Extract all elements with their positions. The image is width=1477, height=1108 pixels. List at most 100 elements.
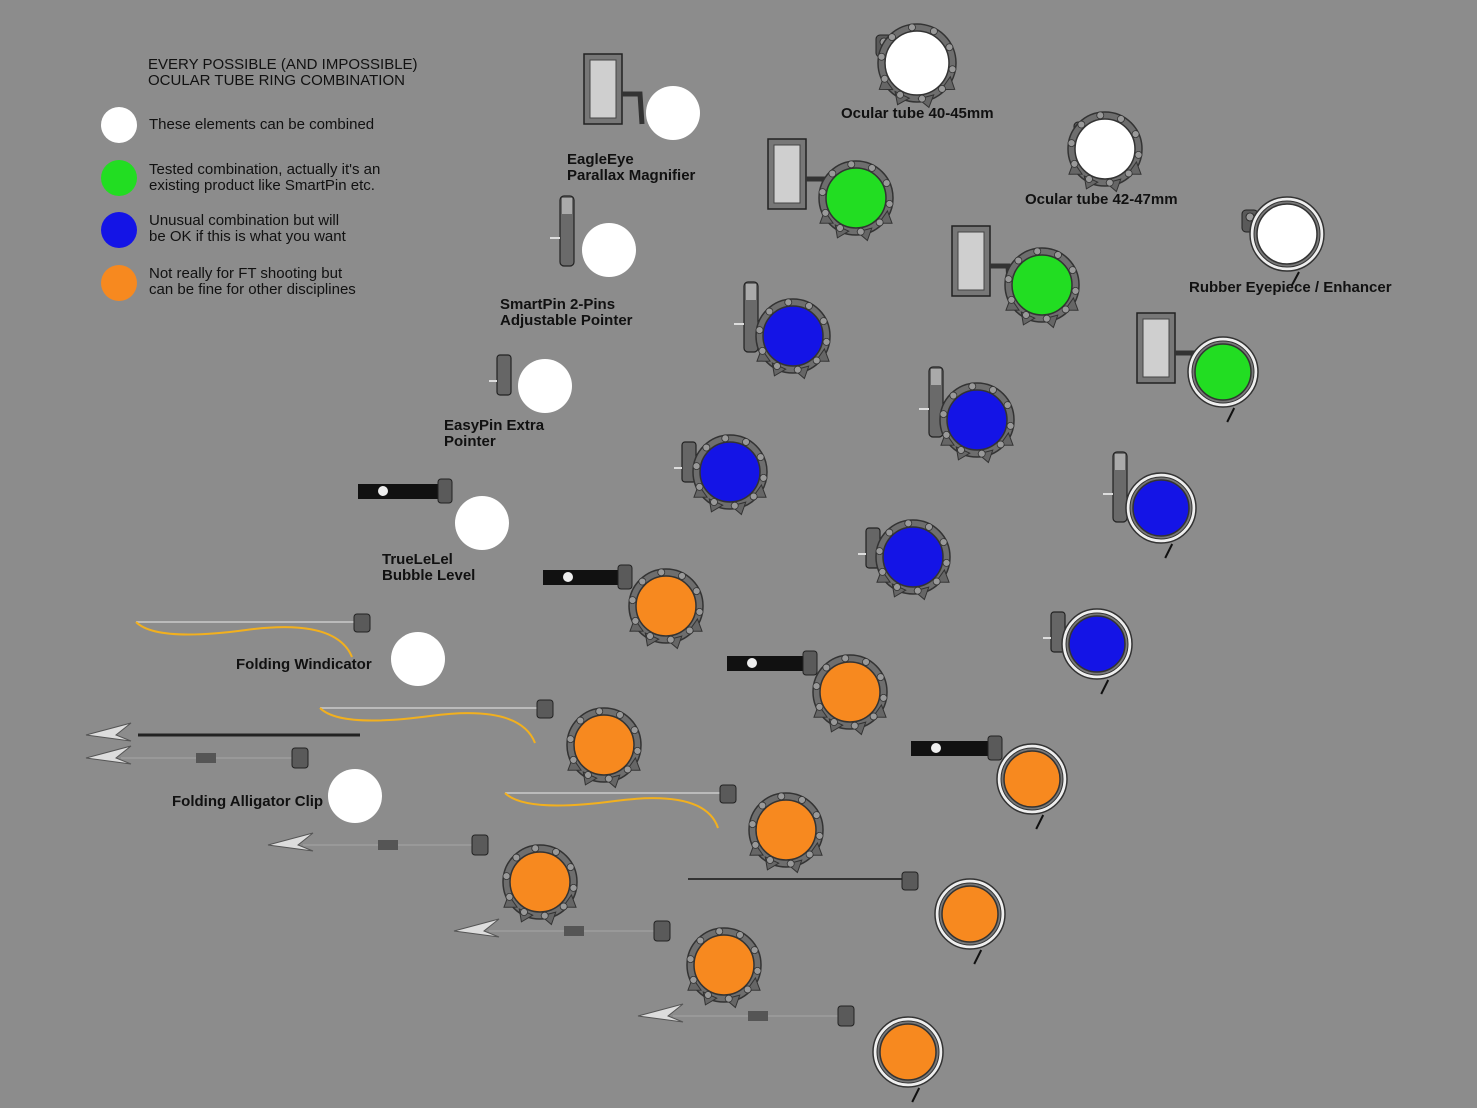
truelevel-combo-dot: [455, 496, 509, 550]
ring-screw: [918, 94, 926, 103]
ring-screw: [945, 43, 954, 52]
ring-screw: [715, 927, 724, 936]
orange-2-level: [727, 650, 818, 676]
ring-screw: [1096, 111, 1105, 120]
ring-screw: [880, 74, 889, 83]
combo-orange-8: [686, 927, 762, 1009]
orange-5-windicator: [504, 784, 737, 829]
blue-2-pointer: [919, 366, 944, 438]
level-bar: [727, 656, 805, 671]
windicator-hinge: [536, 699, 554, 719]
ring-screw: [710, 498, 718, 506]
ring-screw: [932, 577, 941, 586]
label-ocular-40-45-text: Ocular tube 40-45mm: [841, 105, 994, 122]
ring-screw: [989, 386, 997, 394]
ring-screw: [749, 492, 758, 501]
ring-screw: [828, 169, 837, 178]
green-2-magnifier: [951, 225, 1013, 297]
ring-ocular-40-45: [877, 23, 957, 109]
combo-green-1: [818, 160, 894, 242]
ring-lobe: [503, 893, 519, 908]
orange-8-alligator: [453, 918, 671, 942]
ring-screw: [552, 848, 560, 856]
orange-6-alligator: [267, 832, 489, 856]
ring-lens: [879, 1023, 937, 1081]
ring-lens: [509, 851, 571, 913]
ring-screw: [695, 608, 704, 616]
combo-blue-2: [939, 382, 1015, 464]
legend-label: Not really for FT shooting but: [149, 265, 343, 282]
level-bubble: [931, 743, 941, 753]
ring-screw: [841, 654, 850, 663]
level-bar: [358, 484, 440, 499]
pointer-cap: [562, 198, 572, 214]
ring-screw: [689, 976, 698, 984]
ring-lens: [755, 799, 817, 861]
ring-tail: [1100, 679, 1110, 695]
ring-screw: [686, 955, 695, 963]
orange-3-level: [911, 735, 1003, 761]
ring-screw: [755, 326, 764, 334]
ring-lens: [882, 526, 944, 588]
legend-item-orange: Not really for FT shooting but can be fi…: [149, 266, 356, 298]
ring-screw: [678, 572, 686, 580]
ring-lens: [1011, 254, 1073, 316]
ring-lens: [1003, 750, 1061, 808]
ring-screw: [798, 796, 806, 804]
alligator-jaw: [637, 1003, 684, 1023]
ring-lobe: [749, 841, 765, 856]
alligator-spring: [378, 840, 398, 850]
ring-screw: [939, 410, 948, 418]
level-bar: [911, 741, 990, 756]
ring-tail: [1226, 407, 1236, 423]
alligator-jaw: [267, 832, 314, 852]
level-bubble: [563, 572, 573, 582]
label-ocular-42-47-text: Ocular tube 42-47mm: [1025, 191, 1178, 208]
legend-swatch-blue: [101, 212, 137, 248]
windicator-wire: [504, 792, 719, 829]
ring-screw: [531, 844, 540, 853]
orange-9-alligator: [637, 1003, 855, 1027]
ring-screw: [520, 908, 528, 916]
combo-orange-4: [566, 707, 642, 789]
ring-screw: [777, 792, 786, 801]
ring-screw: [502, 872, 511, 880]
ring-lobe: [567, 756, 583, 771]
ring-screw: [1022, 311, 1030, 319]
ring-screw: [942, 431, 951, 439]
label-easypin-line2: Pointer: [444, 433, 496, 450]
ring-screw: [773, 362, 781, 370]
ring-screw: [751, 841, 760, 849]
ring-screw: [569, 884, 578, 892]
combo-orange-2: [812, 654, 888, 736]
ring-screw: [566, 863, 575, 871]
ring-lobe: [1005, 296, 1021, 311]
ring-lens: [946, 389, 1008, 451]
ring-screw: [756, 453, 765, 461]
ring-screw: [1003, 401, 1012, 409]
alligator-accessory: [85, 745, 309, 769]
ring-screw: [876, 673, 885, 681]
label-truelevel: TrueLeLel Bubble Level: [382, 552, 475, 584]
ring-screw: [685, 626, 694, 635]
ring-screw: [949, 391, 958, 400]
ring-screw: [595, 707, 604, 716]
ring-tail: [973, 949, 983, 965]
ring-screw: [692, 462, 701, 470]
magnifier-lens: [1142, 318, 1170, 378]
ring-lens: [573, 714, 635, 776]
windicator-hinge: [719, 784, 737, 804]
windicator-wire: [319, 707, 536, 744]
ring-screw: [888, 33, 896, 42]
alligator-jaw: [453, 918, 500, 938]
ring-screw: [721, 434, 730, 443]
ring-screw: [805, 850, 814, 859]
ring-screw: [948, 65, 957, 74]
legend-label: These elements can be combined: [149, 116, 375, 133]
label-eagleeye-line2: Parallax Magnifier: [567, 167, 696, 184]
ring-screw: [819, 317, 828, 325]
ring-screw: [704, 991, 712, 999]
ring-screw: [766, 856, 774, 864]
green-1-magnifier: [767, 138, 829, 210]
ring-screw: [818, 188, 827, 196]
